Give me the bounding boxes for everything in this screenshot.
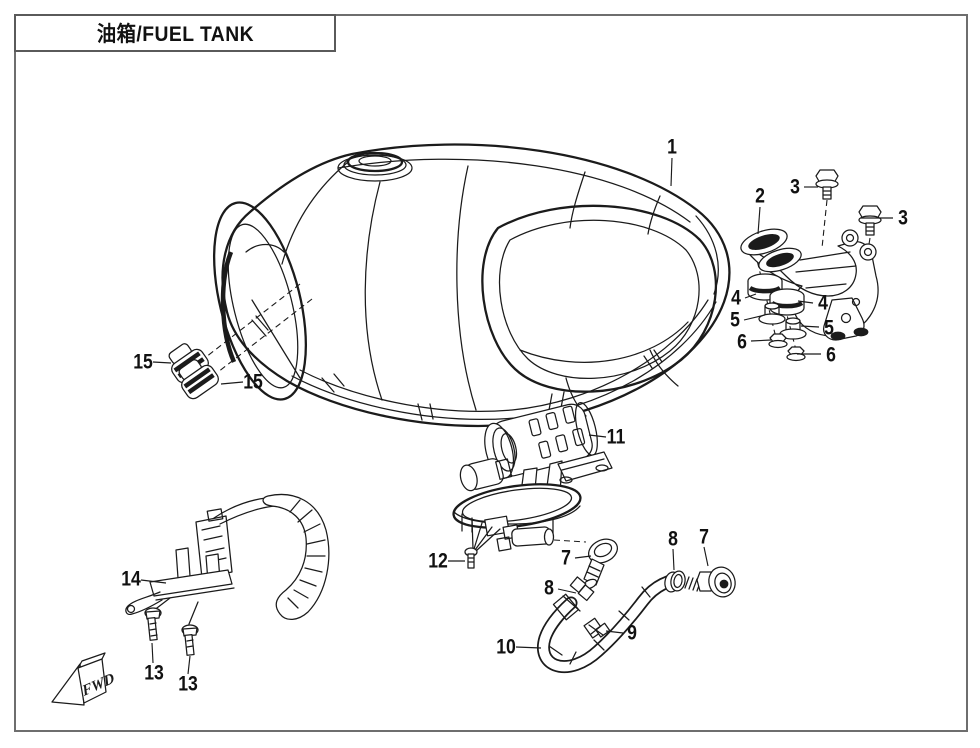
tank-mount-bracket-drawing bbox=[740, 169, 882, 362]
callout-leader-lines bbox=[140, 157, 893, 675]
callout-5[interactable]: 5 bbox=[824, 316, 834, 340]
callout-7[interactable]: 7 bbox=[699, 525, 709, 549]
callout-11[interactable]: 11 bbox=[606, 425, 626, 449]
collar-spacer bbox=[779, 317, 807, 340]
page-title: 油箱/FUEL TANK bbox=[96, 23, 254, 46]
leader-line-14 bbox=[140, 579, 167, 584]
collar-spacer bbox=[758, 302, 786, 325]
callout-13[interactable]: 13 bbox=[144, 661, 164, 685]
fuel-tank-drawing bbox=[212, 143, 731, 428]
bolt bbox=[181, 624, 199, 656]
fwd-arrow: FWD bbox=[51, 652, 116, 706]
leader-line-11 bbox=[588, 434, 607, 438]
diagram-border bbox=[14, 14, 968, 732]
leader-line-15 bbox=[152, 361, 172, 364]
leader-line-5 bbox=[800, 325, 820, 328]
grommets-drawing bbox=[168, 283, 313, 400]
callout-4[interactable]: 4 bbox=[731, 286, 741, 310]
callout-8[interactable]: 8 bbox=[544, 576, 554, 600]
leader-line-2 bbox=[757, 206, 761, 235]
filler-neck bbox=[337, 151, 413, 182]
rubber-damper bbox=[769, 288, 805, 316]
leader-line-13 bbox=[151, 642, 154, 664]
spring-clamp bbox=[583, 617, 611, 639]
fuel-hose-drawing bbox=[536, 538, 736, 674]
callout-12[interactable]: 12 bbox=[428, 549, 448, 573]
front-tunnel-opening bbox=[212, 201, 308, 401]
leader-line-7 bbox=[574, 555, 592, 559]
title-box: 油箱/FUEL TANK bbox=[14, 14, 336, 52]
hose-clamp bbox=[664, 570, 686, 593]
callout-2[interactable]: 2 bbox=[755, 184, 765, 208]
callout-14[interactable]: 14 bbox=[121, 567, 141, 591]
callout-1[interactable]: 1 bbox=[667, 135, 677, 159]
leader-line-7 bbox=[703, 546, 709, 567]
leader-line-1 bbox=[670, 157, 673, 187]
fuel-pump-drawing bbox=[452, 402, 613, 569]
leader-line-8 bbox=[672, 548, 675, 571]
flange-nut bbox=[768, 333, 788, 349]
leader-line-9 bbox=[605, 630, 624, 634]
leader-line-15 bbox=[220, 381, 244, 385]
banjo-fitting bbox=[684, 566, 736, 598]
callout-3[interactable]: 3 bbox=[898, 206, 908, 230]
leader-line-8 bbox=[557, 588, 577, 594]
callout-6[interactable]: 6 bbox=[826, 343, 836, 367]
callout-4[interactable]: 4 bbox=[818, 291, 828, 315]
callout-3[interactable]: 3 bbox=[790, 175, 800, 199]
flange-screw bbox=[464, 547, 478, 569]
callout-9[interactable]: 9 bbox=[627, 621, 637, 645]
side-indent bbox=[481, 204, 718, 393]
leader-line-10 bbox=[515, 646, 542, 649]
callout-5[interactable]: 5 bbox=[730, 308, 740, 332]
callout-15[interactable]: 15 bbox=[243, 370, 263, 394]
flange-bolt bbox=[815, 169, 839, 200]
leader-line-6 bbox=[750, 339, 772, 342]
leader-line-4 bbox=[797, 300, 814, 304]
callout-7[interactable]: 7 bbox=[561, 546, 571, 570]
callout-13[interactable]: 13 bbox=[178, 672, 198, 696]
callout-8[interactable]: 8 bbox=[668, 527, 678, 551]
callout-10[interactable]: 10 bbox=[496, 635, 516, 659]
elbow-fitting bbox=[582, 538, 618, 590]
callout-15[interactable]: 15 bbox=[133, 350, 153, 374]
flange-bolt bbox=[858, 205, 882, 236]
leader-line-13 bbox=[187, 655, 191, 675]
leader-line-4 bbox=[744, 293, 757, 299]
bolt bbox=[144, 607, 162, 641]
hose-clamp bbox=[569, 576, 595, 602]
leader-line-5 bbox=[743, 314, 766, 321]
callout-6[interactable]: 6 bbox=[737, 330, 747, 354]
fuel-level-sensor-drawing bbox=[125, 493, 330, 656]
